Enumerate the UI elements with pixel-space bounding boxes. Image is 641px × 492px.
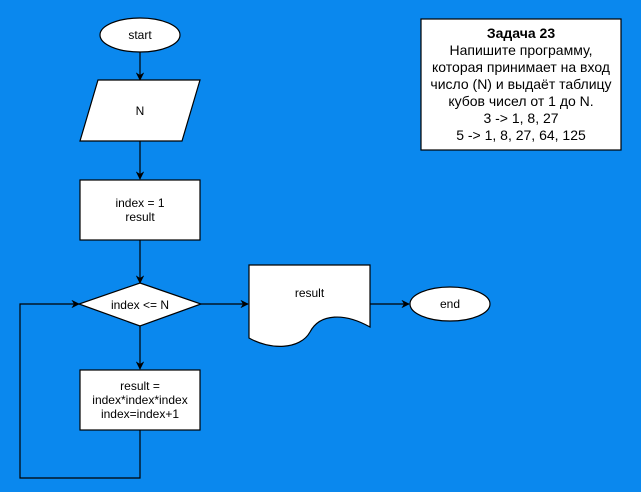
end-label: end <box>439 297 461 311</box>
task-line: 5 -> 1, 8, 27, 64, 125 <box>456 127 586 143</box>
task-line: которая принимает на вход <box>432 59 610 75</box>
body-line-3: index=index+1 <box>100 407 180 421</box>
task-line: кубов чисел от 1 до N. <box>448 93 594 109</box>
output-label: result <box>294 286 325 300</box>
init-label: index = 1 result <box>80 180 200 240</box>
init-line-2: result <box>125 210 155 224</box>
end-terminator <box>409 286 491 322</box>
input-label: N <box>135 103 145 118</box>
condition-decision <box>77 282 203 327</box>
input-parallelogram <box>79 79 201 142</box>
start-label: start <box>128 28 152 42</box>
condition-label: index <= N <box>110 297 170 312</box>
task-line: число (N) и выдаёт таблицу <box>430 76 612 92</box>
task-line: Напишите программу, <box>449 42 593 58</box>
body-line-2: index*index*index <box>92 393 188 407</box>
body-process <box>79 369 201 431</box>
init-process <box>79 179 201 241</box>
task-line: 3 -> 1, 8, 27 <box>483 110 559 126</box>
body-line-1: result = <box>120 379 160 393</box>
init-line-1: index = 1 <box>115 196 165 210</box>
task-box <box>420 18 622 151</box>
task-description: Задача 23 Напишите программу, которая пр… <box>421 19 621 150</box>
edge-loop-back <box>19 299 141 479</box>
body-label: result = index*index*index index=index+1 <box>80 370 200 430</box>
task-title: Задача 23 <box>486 25 556 41</box>
start-terminator <box>99 17 181 53</box>
output-document <box>248 264 371 347</box>
